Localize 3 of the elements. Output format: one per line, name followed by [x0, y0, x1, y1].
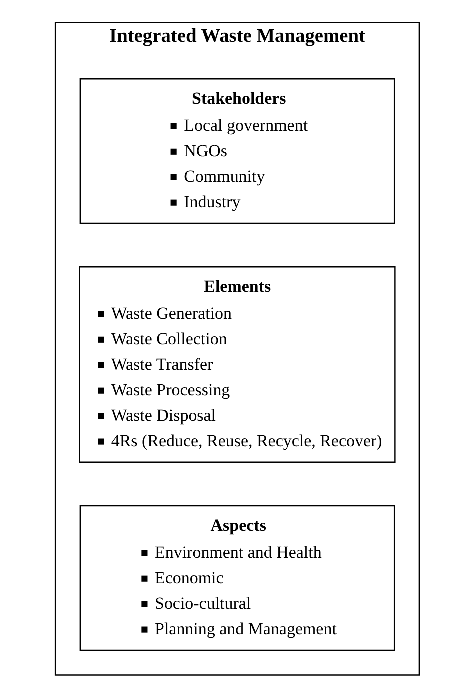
node-box: Elements Waste Generation Waste Collection Waste Transfer Waste Processing Waste Disposal 4Rs (Reduce, Reuse, Recycle, Recover) — [78, 266, 396, 464]
node-box: Stakeholders Local government NGOs Community Industry — [79, 78, 395, 224]
node-box: Aspects Environment and Health Economic Socio-cultural Planning and Management — [79, 505, 395, 652]
